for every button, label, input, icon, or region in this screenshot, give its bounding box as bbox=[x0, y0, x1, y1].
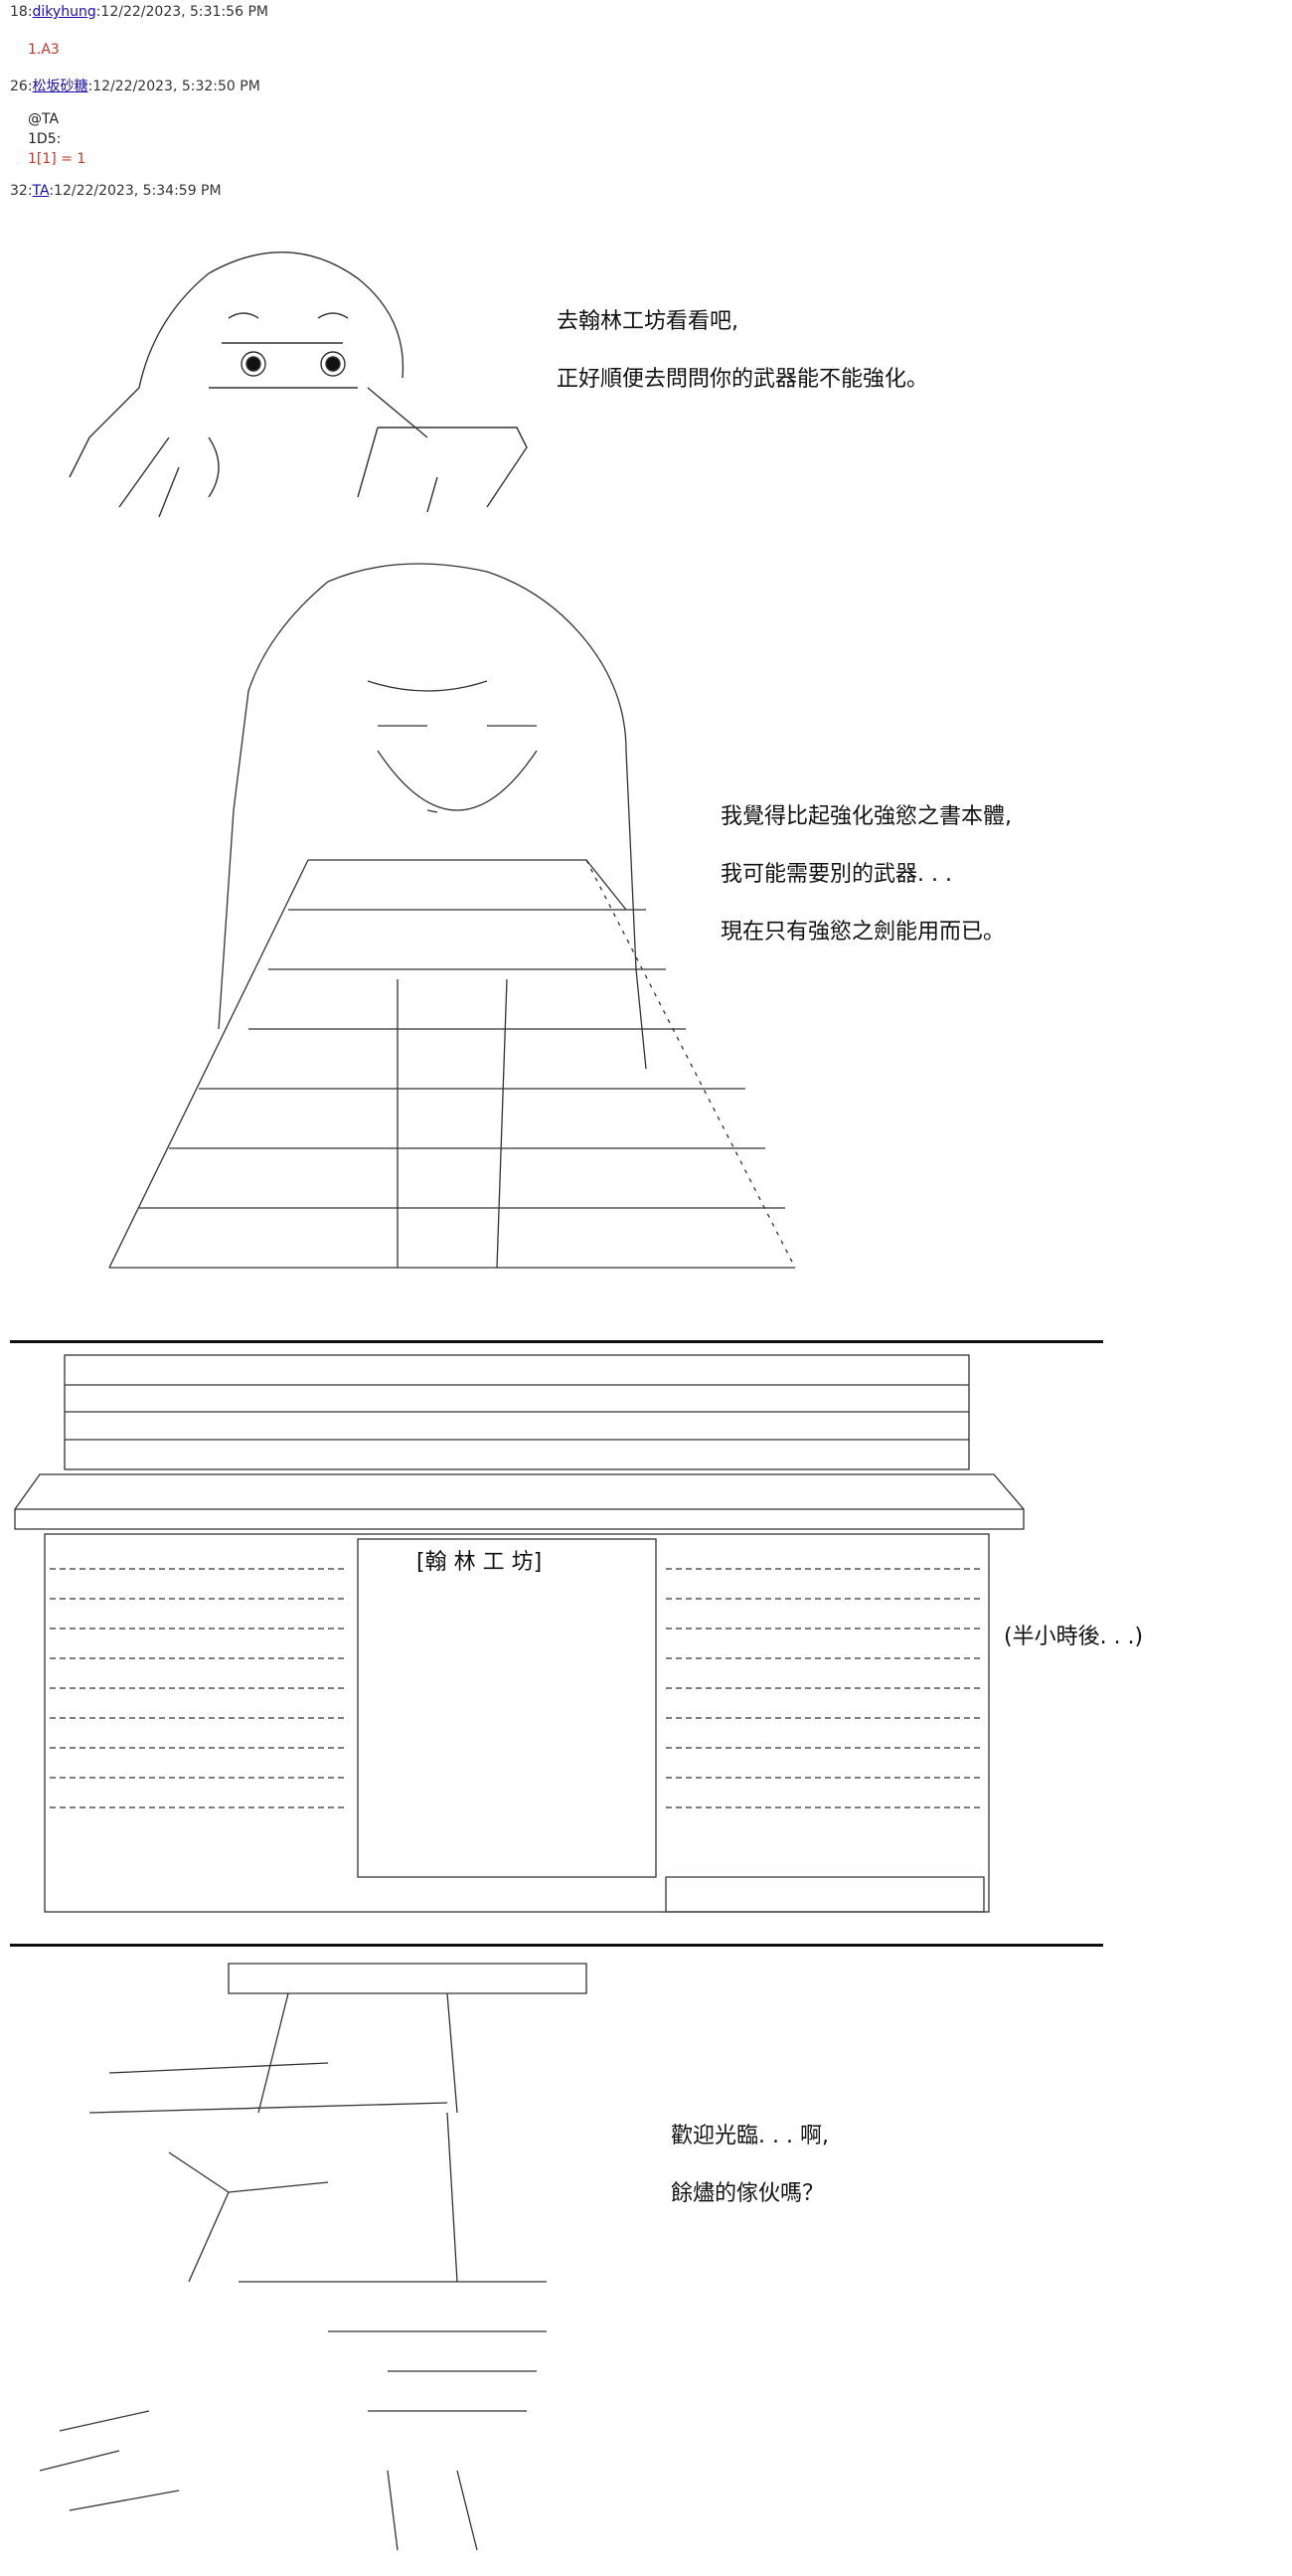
dialogue-box-3: 歡迎光臨. . . 啊, 餘燼的傢伙嗎？ bbox=[671, 2118, 829, 2233]
ascii-art-workshop-building bbox=[14, 1354, 1025, 1913]
post-dice-result: 1[1] = 1 bbox=[28, 151, 86, 167]
time-skip-caption: (半小時後. . .) bbox=[1004, 1619, 1143, 1676]
dialogue-line: 我可能需要別的武器. . . bbox=[721, 862, 952, 887]
post-number: 18: bbox=[10, 4, 33, 20]
shop-sign: [翰 林 工 坊] bbox=[412, 1544, 547, 1576]
post-timestamp: :12/22/2023, 5:31:56 PM bbox=[95, 4, 268, 20]
dialogue-line: 正好順便去問問你的武器能不能強化。 bbox=[557, 367, 929, 392]
dialogue-line: 去翰林工坊看看吧, bbox=[557, 309, 738, 334]
post-username[interactable]: dikyhung bbox=[32, 4, 96, 20]
ascii-art-long-haired-character bbox=[108, 563, 796, 1269]
dialogue-line: (半小時後. . .) bbox=[1004, 1625, 1144, 1649]
post-username: TA bbox=[32, 183, 50, 199]
post-body-18: 1.A3 bbox=[28, 40, 60, 60]
post-timestamp: :12/22/2023, 5:32:50 PM bbox=[87, 79, 260, 94]
post-number: 32: bbox=[10, 183, 33, 199]
dialogue-line: 我覺得比起強化強慾之書本體, bbox=[721, 804, 1012, 829]
dialogue-line: 歡迎光臨. . . 啊, bbox=[671, 2124, 829, 2148]
post-header-26: 26:松坂砂糖:12/22/2023, 5:32:50 PM bbox=[10, 76, 260, 95]
post-header-18: 18:dikyhung:12/22/2023, 5:31:56 PM bbox=[10, 4, 268, 20]
post-text: 1.A3 bbox=[28, 42, 60, 58]
post-text: 1D5: bbox=[28, 131, 62, 147]
dialogue-box-1: 去翰林工坊看看吧, 正好順便去問問你的武器能不能強化。 bbox=[557, 303, 928, 419]
post-text: @TA bbox=[28, 111, 60, 127]
panel-divider bbox=[10, 1944, 1103, 1947]
post-header-32: 32:TA:12/22/2023, 5:34:59 PM bbox=[10, 183, 222, 199]
panel-divider bbox=[10, 1340, 1103, 1343]
post-username[interactable]: 松坂砂糖 bbox=[32, 79, 88, 94]
ascii-art-peeking-character bbox=[69, 251, 528, 518]
post-timestamp: :12/22/2023, 5:34:59 PM bbox=[49, 183, 222, 199]
ascii-art-shopkeeper bbox=[39, 1963, 587, 2551]
post-body-26: @TA 1D5: 1[1] = 1 bbox=[28, 109, 85, 169]
dialogue-line: 餘燼的傢伙嗎？ bbox=[671, 2181, 825, 2206]
post-number: 26: bbox=[10, 79, 33, 94]
dialogue-line: 現在只有強慾之劍能用而已。 bbox=[721, 920, 1006, 945]
dialogue-box-2: 我覺得比起強化強慾之書本體, 我可能需要別的武器. . . 現在只有強慾之劍能用… bbox=[721, 798, 1012, 971]
